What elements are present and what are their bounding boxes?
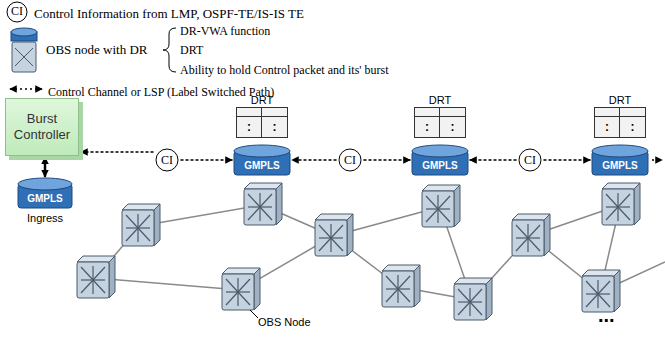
legend-text: Control Information from LMP, OSPF-TE/IS… <box>34 6 304 21</box>
control-channel <box>544 159 590 161</box>
router-name: Ingress <box>18 212 72 224</box>
control-link-arrow <box>44 158 47 176</box>
legend-text: OBS node with DR <box>46 42 147 57</box>
drt-table: DRT:: <box>414 94 466 138</box>
legend-ci-text: CI <box>11 4 23 19</box>
bracket-item: DR-VWA function <box>180 24 270 39</box>
ci-label: CI <box>344 153 356 168</box>
control-channel <box>470 159 516 161</box>
control-channel <box>364 159 410 161</box>
obs-switch-icon <box>512 214 550 256</box>
control-channel <box>292 159 336 161</box>
obs-switch-icon <box>315 214 353 256</box>
obs-switches <box>77 183 640 320</box>
obs-switch-icon <box>122 204 160 246</box>
table-title: DRT <box>594 94 646 107</box>
fiber-links <box>95 205 665 300</box>
table-cell: : <box>440 117 465 137</box>
table-title: DRT <box>414 94 466 107</box>
box-label: Burst Controller <box>9 111 75 143</box>
router-label: GMPLS <box>422 160 458 171</box>
channel-continuation <box>652 159 662 161</box>
callout-label: OBS Node <box>258 316 311 328</box>
control-channel <box>181 159 232 161</box>
fiber-link <box>95 278 240 290</box>
ci-label: CI <box>524 153 536 168</box>
drt-table: DRT:: <box>594 94 646 138</box>
table-cell: : <box>595 117 620 137</box>
bracket-item: DRT <box>180 43 203 58</box>
bracket-item: Ability to hold Control packet and its' … <box>180 63 388 78</box>
brace <box>163 28 176 72</box>
legend-dotted-arrow <box>10 88 42 90</box>
table-cell: : <box>237 117 262 137</box>
legend-node-icon <box>11 28 37 72</box>
legend-entry: Control Information from LMP, OSPF-TE/IS… <box>34 4 304 22</box>
obs-switch-icon <box>77 256 115 298</box>
obs-switch-icon <box>422 185 460 227</box>
router-label: GMPLS <box>244 160 280 171</box>
obs-switch-icon <box>454 278 492 320</box>
obs-switch-icon <box>602 183 640 225</box>
obs-switch-icon <box>382 265 420 307</box>
drt-table: DRT:: <box>236 94 288 138</box>
table-grid: :: <box>414 107 466 138</box>
leader-line <box>250 310 258 318</box>
table-cell: : <box>415 117 440 137</box>
ci-label: CI <box>161 153 173 168</box>
legend-text: Control Channel or LSP (Label Switched P… <box>48 85 274 99</box>
obs-switch-icon <box>222 268 260 310</box>
continuation-mark: ... <box>598 304 615 327</box>
table-cell: : <box>262 117 287 137</box>
control-channel <box>81 151 153 153</box>
table-cell: : <box>620 117 645 137</box>
legend-entry: Control Channel or LSP (Label Switched P… <box>48 82 274 100</box>
table-grid: :: <box>236 107 288 138</box>
router-label: GMPLS <box>602 160 638 171</box>
obs-switch-icon <box>244 183 282 225</box>
legend-entry: OBS node with DR <box>46 40 147 58</box>
table-grid: :: <box>594 107 646 138</box>
legend-ci-circle <box>7 2 27 22</box>
router-label: GMPLS <box>27 193 63 204</box>
